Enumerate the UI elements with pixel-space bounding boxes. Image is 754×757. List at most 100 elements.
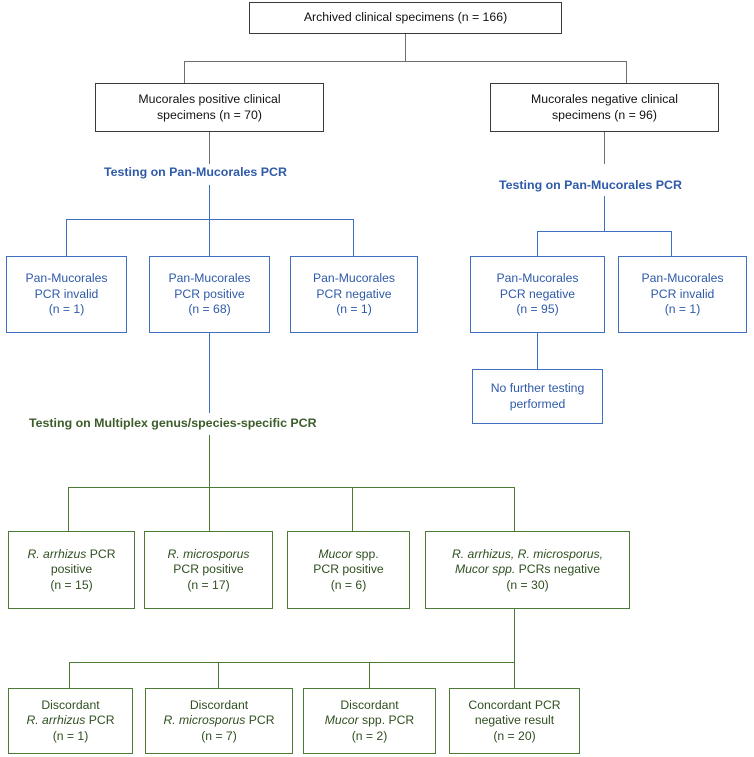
node-discordant-r-arrhizus-label: Discordant R. arrhizus PCR (n = 1): [23, 698, 117, 745]
node-no-further-testing-label: No further testing performed: [488, 381, 587, 412]
connector-no-further-testing: [537, 333, 538, 369]
node-archived-specimens-label: Archived clinical specimens (n = 166): [303, 10, 508, 25]
node-r-arrhizus-positive-label: R. arrhizus PCR positive (n = 15): [24, 547, 118, 594]
connector-green-horizontal: [68, 487, 514, 488]
node-discordant-mucor-label: Discordant Mucor spp. PCR (n = 2): [322, 698, 417, 745]
discordant-mucor-italic: Mucor: [324, 713, 359, 728]
r-arrhizus-positive-line3: (n = 15): [50, 577, 93, 592]
connector-blue-right-stem: [604, 196, 605, 231]
pan-invalid-right-line3: (n = 1): [664, 302, 701, 317]
r-microsporus-positive-italic: R. microsporus: [167, 546, 250, 561]
connector-final-stem: [514, 609, 515, 662]
connector-blue-right-drop-2: [671, 231, 672, 256]
node-pan-invalid-left: Pan-Mucorales PCR invalid (n = 1): [6, 256, 127, 333]
node-discordant-r-microsporus: Discordant R. microsporus PCR (n = 7): [145, 688, 293, 754]
node-mucor-positive-label: Mucor spp. PCR positive (n = 6): [310, 547, 386, 594]
pan-invalid-left-line3: (n = 1): [48, 302, 85, 317]
connector-green-drop-2: [209, 487, 210, 531]
node-discordant-r-microsporus-label: Discordant R. microsporus PCR (n = 7): [160, 698, 277, 745]
node-mucorales-positive-line2: specimens (n = 70): [157, 107, 262, 122]
node-mucorales-positive-line1: Mucorales positive clinical: [138, 92, 281, 106]
node-r-arrhizus-positive: R. arrhizus PCR positive (n = 15): [8, 531, 135, 609]
pan-positive-line3: (n = 68): [188, 302, 231, 317]
connector-green-drop-4: [514, 487, 515, 531]
node-no-further-testing: No further testing performed: [472, 369, 603, 424]
pan-negative-right-line1: Pan-Mucorales: [496, 271, 579, 286]
node-pan-positive-label: Pan-Mucorales PCR positive (n = 68): [166, 271, 254, 318]
caption-multiplex: Testing on Multiplex genus/species-speci…: [29, 416, 317, 430]
node-pan-invalid-right: Pan-Mucorales PCR invalid (n = 1): [618, 256, 747, 333]
discordant-mucor-line3: (n = 2): [351, 728, 388, 743]
connector-root-stem: [405, 34, 406, 61]
node-pan-negative-left: Pan-Mucorales PCR negative (n = 1): [290, 256, 418, 333]
discordant-r-arrhizus-line3: (n = 1): [52, 728, 89, 743]
connector-root-horizontal: [184, 61, 626, 62]
mucor-positive-line2: PCR positive: [313, 562, 384, 577]
discordant-mucor-line1: Discordant: [340, 697, 399, 712]
mucor-positive-line3: (n = 6): [330, 577, 367, 592]
r-microsporus-positive-line3: (n = 17): [187, 577, 230, 592]
node-archived-specimens: Archived clinical specimens (n = 166): [249, 2, 562, 34]
discordant-mucor-rest: spp. PCR: [358, 713, 415, 728]
all-pcrs-negative-italic2: Mucor spp.: [455, 562, 516, 577]
pan-positive-line1: Pan-Mucorales: [168, 271, 251, 286]
concordant-negative-line1: Concordant PCR: [468, 697, 561, 712]
node-pan-positive: Pan-Mucorales PCR positive (n = 68): [149, 256, 270, 333]
connector-blue-right-drop-1: [537, 231, 538, 256]
pan-negative-right-line3: (n = 95): [516, 302, 559, 317]
concordant-negative-line2: negative result: [474, 713, 555, 728]
node-concordant-negative: Concordant PCR negative result (n = 20): [449, 688, 580, 754]
discordant-r-arrhizus-italic: R. arrhizus: [26, 713, 86, 728]
connector-blue-left-drop-2: [209, 219, 210, 256]
node-pan-invalid-left-label: Pan-Mucorales PCR invalid (n = 1): [23, 271, 111, 318]
r-arrhizus-positive-rest: PCR: [86, 546, 116, 561]
r-arrhizus-positive-italic: R. arrhizus: [27, 546, 87, 561]
node-mucorales-negative-line1: Mucorales negative clinical: [531, 92, 678, 106]
discordant-r-arrhizus-rest: PCR: [85, 713, 115, 728]
discordant-r-microsporus-rest: PCR: [245, 713, 275, 728]
connector-blue-left-stem: [209, 185, 210, 219]
node-all-pcrs-negative: R. arrhizus, R. microsporus, Mucor spp. …: [425, 531, 630, 609]
node-mucorales-negative-label: Mucorales negative clinical specimens (n…: [528, 92, 681, 123]
discordant-r-arrhizus-line1: Discordant: [41, 697, 100, 712]
node-r-microsporus-positive: R. microsporus PCR positive (n = 17): [144, 531, 273, 609]
node-all-pcrs-negative-label: R. arrhizus, R. microsporus, Mucor spp. …: [449, 547, 606, 594]
connector-green-stem: [209, 435, 210, 487]
node-discordant-r-arrhizus: Discordant R. arrhizus PCR (n = 1): [8, 688, 133, 754]
node-mucorales-positive: Mucorales positive clinical specimens (n…: [95, 83, 324, 132]
all-pcrs-negative-rest2: PCRs negative: [515, 562, 600, 577]
node-mucor-positive: Mucor spp. PCR positive (n = 6): [287, 531, 410, 609]
connector-blue-left-drop-1: [66, 219, 67, 256]
pan-invalid-left-line2: PCR invalid: [34, 286, 99, 301]
caption-pan-mucorales-left: Testing on Pan-Mucorales PCR: [104, 165, 287, 179]
connector-blue-right-horizontal: [537, 231, 671, 232]
all-pcrs-negative-italic1: R. arrhizus, R. microsporus,: [451, 546, 604, 561]
connector-left-to-caption: [209, 132, 210, 164]
connector-right-to-caption: [604, 132, 605, 164]
discordant-r-microsporus-line3: (n = 7): [201, 728, 237, 743]
pan-invalid-right-line2: PCR invalid: [650, 286, 715, 301]
connector-final-horizontal: [69, 662, 515, 663]
pan-negative-right-line2: PCR negative: [499, 286, 576, 301]
pan-negative-left-line1: Pan-Mucorales: [313, 271, 395, 286]
connector-blue-left-drop-3: [353, 219, 354, 256]
pan-negative-left-line3: (n = 1): [336, 302, 372, 317]
node-pan-invalid-right-label: Pan-Mucorales PCR invalid (n = 1): [639, 271, 727, 318]
node-concordant-negative-label: Concordant PCR negative result (n = 20): [465, 698, 563, 745]
pan-invalid-left-line1: Pan-Mucorales: [25, 271, 108, 286]
node-pan-negative-right-label: Pan-Mucorales PCR negative (n = 95): [494, 271, 582, 318]
node-pan-negative-right: Pan-Mucorales PCR negative (n = 95): [470, 256, 605, 333]
r-arrhizus-positive-line2: positive: [50, 562, 93, 577]
pan-negative-left-line2: PCR negative: [316, 286, 392, 301]
no-further-testing-line1: No further testing: [490, 381, 585, 395]
connector-root-drop-left: [184, 61, 185, 83]
r-microsporus-positive-line2: PCR positive: [173, 562, 244, 577]
connector-green-drop-3: [352, 487, 353, 531]
discordant-r-microsporus-line1: Discordant: [189, 697, 249, 712]
no-further-testing-line2: performed: [509, 396, 566, 411]
mucor-positive-italic: Mucor: [318, 546, 353, 561]
mucor-positive-rest: spp.: [352, 546, 379, 561]
pan-positive-line2: PCR positive: [174, 286, 245, 301]
pan-invalid-right-line1: Pan-Mucorales: [641, 271, 724, 286]
